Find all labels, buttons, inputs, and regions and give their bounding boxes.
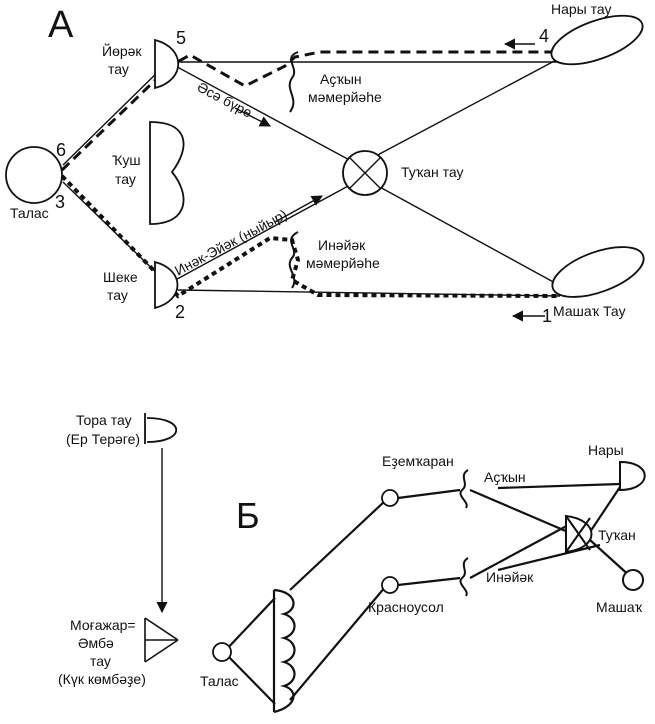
number-5: 5 — [176, 28, 186, 48]
mashak-label: Машаҡ Тау — [553, 303, 626, 319]
talas-label: Талас — [10, 205, 49, 221]
askyn-b-cave-icon — [459, 469, 469, 509]
askyn-cave-label: Аҫҡын мәмерйәһе — [308, 71, 382, 105]
mashak-b-node — [622, 569, 644, 591]
nary-b-label: Нары — [588, 442, 624, 458]
route-yorek-tukan — [167, 61, 356, 164]
nary-b-icon — [619, 460, 646, 492]
number-1: 1 — [542, 306, 552, 326]
ese-bure-label: Әсә бүре — [195, 79, 256, 121]
route-sheke-mashak — [177, 289, 561, 297]
route-tukan-nary — [371, 49, 576, 159]
panel-a: А Талас — [5, 1, 645, 326]
panel-b-letter: Б — [236, 495, 260, 536]
talas-b-node — [212, 642, 232, 662]
sheke-mountain-icon — [154, 260, 179, 310]
krasnousol-node — [381, 576, 399, 594]
panel-a-letter: А — [48, 4, 74, 46]
tukan-label: Туҡан тау — [401, 164, 464, 180]
route-talas-yorek — [62, 61, 169, 166]
ezemkaran-label: Еҙемҡаран — [382, 453, 454, 469]
number-4: 4 — [539, 26, 549, 46]
nary-label: Нары тау — [551, 1, 612, 17]
sheke-label: Шеке тау — [103, 269, 142, 303]
inyayak-cave-label: Инәйәк мәмерйәһе — [306, 237, 380, 271]
askyn-cave-icon — [288, 51, 299, 113]
kush-label: Ҡуш тау — [112, 152, 145, 187]
askyn-b-label: Аҫҡын — [484, 469, 526, 485]
kush-mountain-icon — [149, 121, 185, 225]
mashak-b-label: Машаҡ — [596, 599, 643, 615]
talas-mountain-icon — [5, 146, 63, 204]
route-tukan-mashak — [377, 185, 569, 291]
number-6: 6 — [56, 140, 66, 160]
tukan-b-icon — [565, 514, 593, 554]
panel-b: Б Тора тау (Ер Терәге) Моғажар= Әмбә тау… — [58, 412, 646, 714]
inek-eyek-label: Инәк-Эйәк (ныйыр) — [172, 206, 290, 279]
tora-label: Тора тау (Ер Терәге) — [66, 412, 140, 447]
mogazhar-mountain-icon — [144, 617, 179, 663]
tora-mountain-icon — [144, 413, 177, 444]
inyayak-b-label: Инәйәк — [486, 569, 534, 585]
mogazhar-label: Моғажар= Әмбә тау (Күк көмбәҙе) — [58, 617, 146, 687]
inyayak-b-cave-icon — [459, 557, 469, 597]
tukan-b-label: Туҡан — [598, 527, 636, 543]
arrow-ese-bure — [234, 107, 271, 127]
ezemkaran-node — [381, 489, 399, 507]
yorek-mountain-icon — [154, 38, 180, 90]
yorek-label: Йөрәк тау — [102, 42, 145, 77]
krasnousol-label: Красноусол — [368, 599, 444, 615]
nary-mountain-icon — [550, 14, 644, 66]
panel-a-arrows — [234, 38, 545, 322]
panel-b-routes — [223, 482, 633, 705]
mashak-mountain-icon — [551, 246, 645, 298]
number-3: 3 — [55, 192, 65, 212]
number-2: 2 — [175, 302, 185, 322]
inyayak-cave-icon — [288, 231, 299, 289]
arrow-inek-eyek — [274, 195, 323, 223]
talas-b-label: Талас — [200, 673, 239, 689]
panel-a-solid-routes — [62, 49, 576, 297]
ural-range-icon — [272, 588, 296, 714]
tukan-mountain-icon — [342, 150, 388, 196]
